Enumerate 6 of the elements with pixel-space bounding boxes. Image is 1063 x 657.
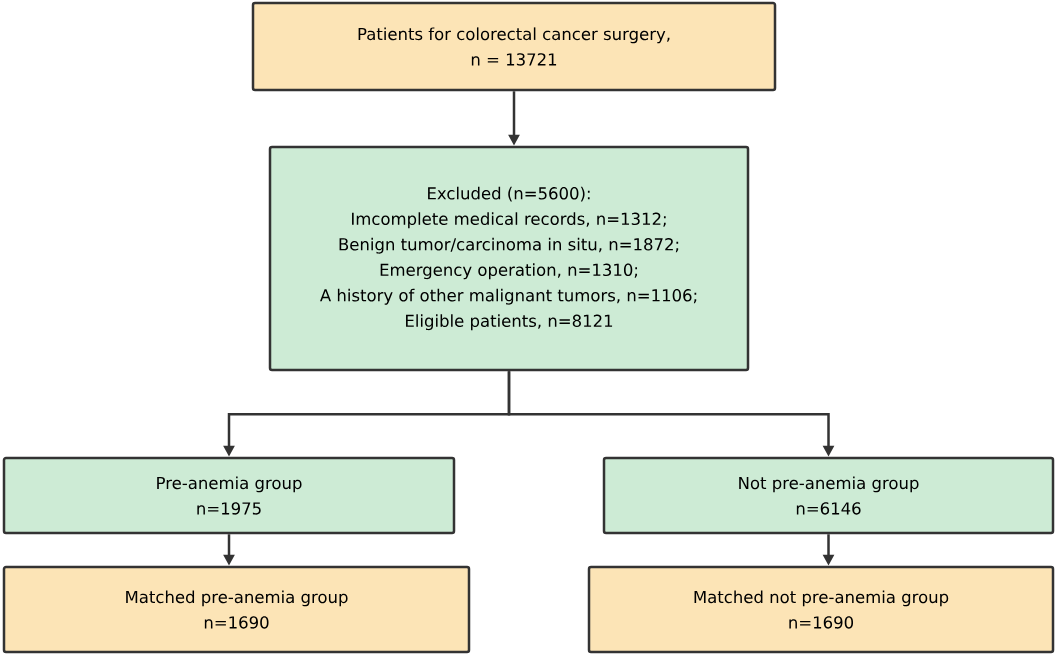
group-box: Not pre-anemia group n=6146 [602, 456, 1055, 535]
group-box: Matched not pre-anemia group n=1690 [587, 565, 1055, 654]
group-box: Matched pre-anemia group n=1690 [2, 565, 471, 654]
exclusion-box: Excluded (n=5600): Imcomplete medical records, n=1312; Benign tumor/carcinoma in situ, n=1872; Emergency operation, n=1310; A history of other malignant tumors, n=1106; Eligible patients, n=8121 [268, 145, 750, 372]
group-box: Pre-anemia group n=1975 [2, 456, 456, 535]
process-box: Patients for colorectal cancer surgery, n = 13721 [251, 1, 777, 92]
